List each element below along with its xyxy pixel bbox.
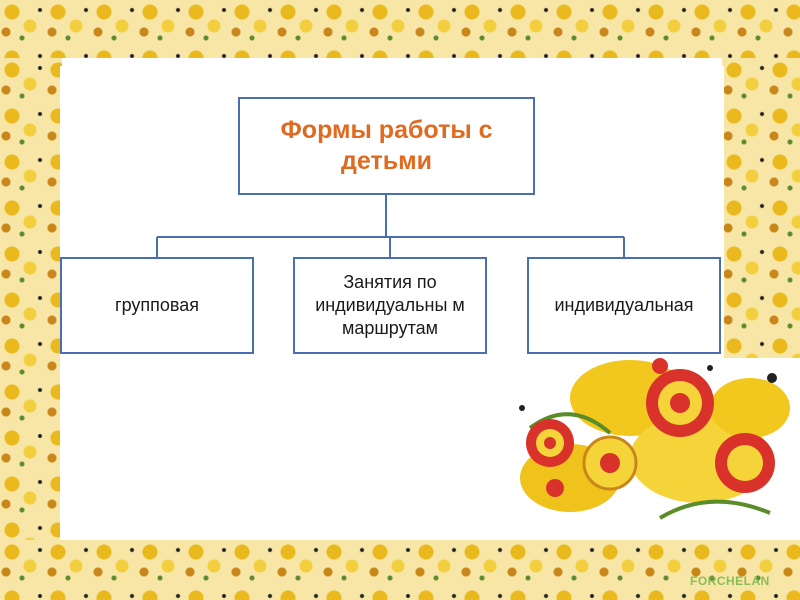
ornamental-border-right — [722, 58, 800, 358]
diagram-root-node: Формы работы с детьми — [238, 97, 535, 195]
child-node-label: Занятия по индивидуальны м маршрутам — [315, 272, 465, 338]
ornamental-border-top — [0, 0, 800, 58]
root-node-label: Формы работы с детьми — [280, 116, 493, 175]
child-node-label: групповая — [115, 295, 199, 315]
ornamental-border-left — [0, 58, 62, 540]
flower-ornament-icon — [519, 358, 790, 520]
watermark-text: FORCHELAN — [690, 574, 770, 588]
ornamental-border-bottom — [0, 540, 800, 600]
child-node-label: индивидуальная — [554, 295, 694, 315]
diagram-child-node-group: групповая — [60, 257, 254, 354]
diagram-child-node-individual: индивидуальная — [527, 257, 721, 354]
diagram-child-node-individual-routes: Занятия по индивидуальны м маршрутам — [293, 257, 487, 354]
